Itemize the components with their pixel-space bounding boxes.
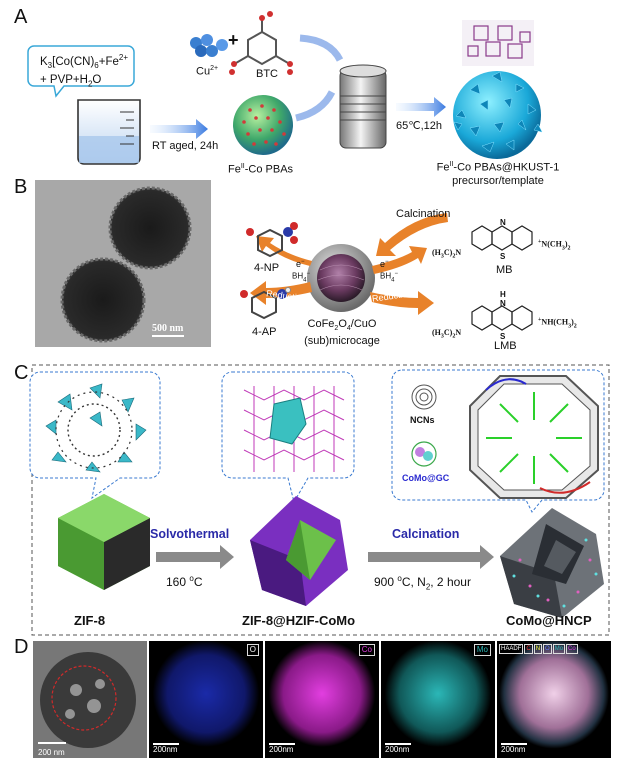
lmb-amine-right: +NH(CH3)2 <box>538 317 577 330</box>
tem-scale-label: 500 nm <box>152 323 184 334</box>
hncp-label: CoMo@HNCP <box>506 613 592 628</box>
calcination-label: Calcination <box>396 208 451 220</box>
hzif-label: ZIF-8@HZIF-CoMo <box>242 613 356 628</box>
solvothermal-label: Solvothermal <box>150 527 230 541</box>
como-gc-label: CoMo@GC <box>402 473 450 483</box>
lmb-ring-h: H <box>500 290 506 299</box>
arrow-calcination-c <box>368 545 494 569</box>
product-label: FeII-Co PBAs@HKUST-1 precursor/template <box>436 161 560 187</box>
ncns-label: NCNs <box>410 415 435 425</box>
nitrophenol-label: 4-NP <box>254 262 280 274</box>
lmb-label: LMB <box>494 340 517 352</box>
element-map-overlay: HAADF C N O Mo Co 200nm <box>497 641 611 758</box>
lmb-ring-s: S <box>500 332 506 341</box>
element-map-o: O 200nm <box>149 641 263 758</box>
ncns-icon <box>411 384 437 410</box>
autoclave-icon <box>339 64 387 149</box>
panel-label-d: D <box>14 636 29 658</box>
arrow-solvothermal <box>156 545 234 569</box>
arrow-btc-to-reactor <box>299 34 344 62</box>
borohydride-label-left: BH4− <box>292 271 310 284</box>
panel-label-c: C <box>14 362 29 384</box>
lmb-amine-left: (H3C)2N <box>432 328 462 340</box>
mb-ring-n: N <box>500 218 506 227</box>
aminophenol-label: 4-AP <box>252 326 277 338</box>
element-map-co: Co 200nm <box>265 641 379 758</box>
element-map-mo: Mo 200nm <box>381 641 495 758</box>
zif8-label: ZIF-8 <box>74 613 106 628</box>
borohydride-label-right: BH4− <box>380 271 398 284</box>
aminophenol-molecule-icon <box>240 287 291 320</box>
arrow-heating <box>396 97 446 117</box>
nitrophenol-molecule-icon <box>246 222 298 258</box>
solvothermal-temperature: 160 oC <box>166 574 203 589</box>
leuco-methylene-blue-structure <box>471 305 533 331</box>
map-tag-co: Co <box>358 644 375 656</box>
hkust-framework-inset <box>462 20 534 66</box>
hkust-product-sphere-icon <box>453 71 543 159</box>
arrow-reduction-right-lower <box>370 291 434 315</box>
pba-sphere-icon <box>233 95 293 155</box>
map-scale-overlay: 200nm <box>501 745 526 754</box>
btc-label: BTC <box>256 68 278 80</box>
calcination-label-c: Calcination <box>392 527 460 541</box>
mb-amine-left: (H3C)2N <box>432 248 462 260</box>
map-scale-mo: 200nm <box>385 745 410 754</box>
reagent-formula: K3[Co(CN)6+Fe2+ + PVP+H2O <box>40 53 129 89</box>
overlay-legend: HAADF C N O Mo Co <box>499 644 578 654</box>
panel-label-b: B <box>14 176 28 198</box>
cu-ions-icon <box>190 34 228 57</box>
map-tag-mo: Mo <box>473 644 491 656</box>
zif8-framework-icon <box>45 383 147 473</box>
map-tag-o: O <box>246 644 259 656</box>
hzif-framework-icon <box>243 386 345 472</box>
arrow-calcination <box>376 213 448 256</box>
map-scale-o: 200nm <box>153 745 178 754</box>
mb-ring-s: S <box>500 252 506 261</box>
hzif-particle-icon <box>250 496 348 606</box>
plus-sign: + <box>228 30 239 50</box>
calcination-condition: 900 oC, N2, 2 hour <box>374 574 471 592</box>
pba-label: FeII-Co PBAs <box>228 163 294 176</box>
hncp-particle-icon <box>500 508 604 618</box>
mb-label: MB <box>496 264 513 276</box>
map-scale-co: 200nm <box>269 745 294 754</box>
panel-c-frame <box>31 364 610 636</box>
methylene-blue-structure <box>471 225 533 251</box>
microcage-label: CoFe2O4/CuO (sub)microcage <box>304 318 380 348</box>
beaker-icon <box>77 99 141 165</box>
btc-molecule-icon <box>229 11 293 75</box>
aging-condition: RT aged, 24h <box>152 140 219 152</box>
reagent-bubble <box>27 45 135 98</box>
microcage-icon <box>307 244 375 312</box>
electron-label-right: e− <box>380 259 389 269</box>
electron-label-left: e− <box>296 259 305 269</box>
como-gc-icon <box>411 441 437 467</box>
hncp-octagon-icon <box>469 375 599 499</box>
arrow-reduction-left <box>256 236 312 266</box>
heating-condition: 65℃,12h <box>396 120 442 132</box>
cu-ion-label: Cu2+ <box>196 65 219 78</box>
mb-amine-right: +N(CH3)2 <box>538 239 571 252</box>
zif8-particle-icon <box>58 494 150 590</box>
arrow-reduction-right <box>372 246 427 274</box>
panel-label-a: A <box>14 6 28 28</box>
arrow-aging <box>150 119 208 139</box>
lmb-ring-n: N <box>500 299 506 308</box>
tem-scale-d: 200 nm <box>38 748 65 757</box>
arrow-pba-to-reactor <box>295 90 336 122</box>
